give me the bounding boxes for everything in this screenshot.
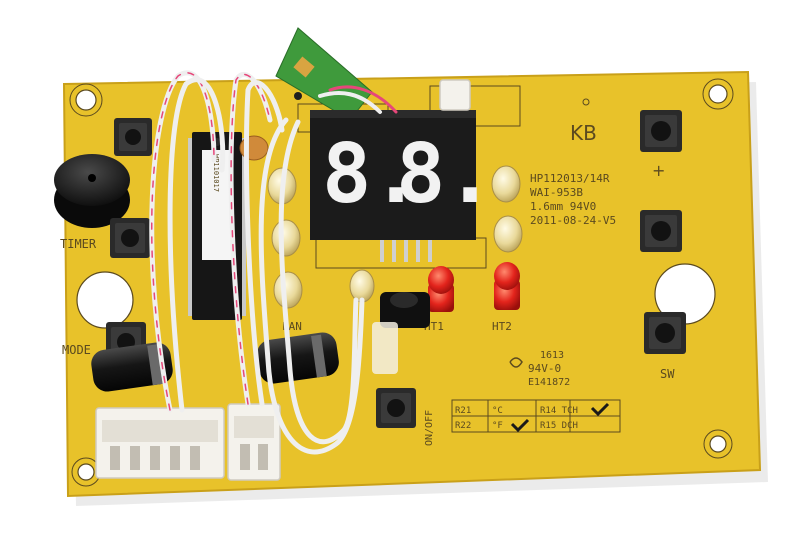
silk-sw: SW: [660, 367, 675, 381]
silk-r15: R15 DCH: [540, 421, 578, 431]
button-top-left[interactable]: [114, 118, 152, 156]
check-mark-2: [590, 402, 610, 417]
red-led-ht2: [494, 262, 520, 310]
button-sw[interactable]: [644, 312, 686, 354]
silk-ht2: HT2: [492, 320, 512, 333]
display-digit-2: 8.: [396, 127, 495, 222]
button-middle-right[interactable]: [640, 210, 682, 252]
red-led-ht1: [428, 266, 454, 312]
silk-on-off: ON/OFF: [424, 410, 435, 446]
electrolytic-capacitor-left: [91, 342, 173, 392]
silk-cert: E141872: [528, 377, 570, 388]
mounting-holes: [75, 84, 728, 481]
button-on-off[interactable]: [376, 388, 416, 428]
display-digit-1: 8.: [322, 127, 421, 222]
silk-date: 2011-08-24-V5: [530, 214, 616, 227]
silk-f: °F: [492, 421, 503, 431]
silk-r21: R21: [455, 406, 471, 416]
clear-leds-right: [491, 165, 523, 253]
silk-timer: TIMER: [60, 237, 97, 251]
electrolytic-capacitor-right: [257, 332, 339, 384]
silk-rating: 94V-0: [528, 362, 561, 375]
buzzer: [54, 154, 130, 228]
wire-harness: [149, 70, 398, 455]
button-timer[interactable]: [110, 218, 150, 258]
button-plus[interactable]: [640, 110, 682, 152]
mounting-hole-rings: [69, 78, 734, 487]
silk-mode: MODE: [62, 343, 91, 357]
connector-top: [439, 79, 471, 111]
silk-kb: KB: [570, 121, 597, 145]
check-mark-1: [510, 418, 530, 433]
silk-plus: +: [652, 161, 665, 180]
silk-c: °C: [492, 406, 503, 416]
silk-spec: 1.6mm 94V0: [530, 200, 596, 213]
chip-label: WP1101017: [212, 154, 220, 192]
connector-left: [95, 407, 225, 479]
silk-board-id: HP112013/14R: [530, 172, 610, 185]
ir-receiver: [372, 292, 430, 374]
silk-r14: R14 TCH: [540, 406, 578, 416]
seven-segment-display: 8. 8.: [310, 110, 495, 262]
silk-r22: R22: [455, 421, 471, 431]
ul-logo-icon: [509, 357, 523, 368]
silk-batch: 1613: [540, 350, 564, 361]
silk-model: WAI-953B: [530, 186, 583, 199]
connector-right: [227, 403, 281, 481]
